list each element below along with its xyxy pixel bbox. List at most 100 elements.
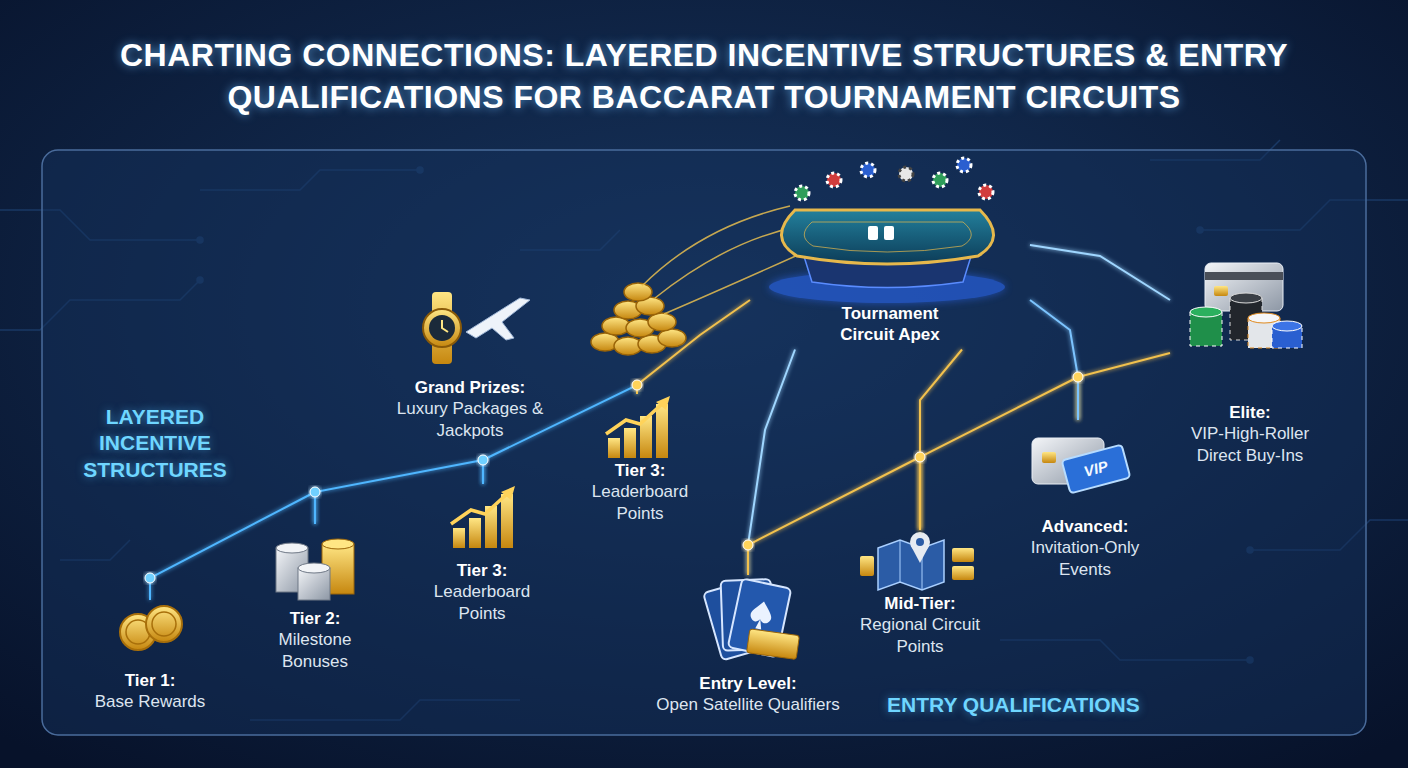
card-chips-icon [1190,307,1222,317]
baccarat-table [868,226,878,240]
flying-chips [861,163,875,177]
watch-plane-icon [423,292,530,364]
baccarat-table [769,210,1005,303]
connector [637,300,750,394]
map-icon [952,566,974,580]
section-label: ENTRY QUALIFICATIONS [887,692,1140,718]
ticket-icon [1032,438,1130,493]
map-icon [878,540,944,590]
coin-heap [624,283,652,301]
card-chips-icon [1272,321,1302,331]
node-heading: Tier 3: [576,460,704,481]
ticket-icon [1062,445,1131,494]
incentive-node: Tier 3:Leaderboard Points [570,394,710,528]
coin-icon [120,606,182,650]
flying-chips [979,185,993,199]
card-chips-icon [1190,263,1302,348]
gold-flow-lines [642,206,800,314]
node-heading: Grand Prizes: [391,377,549,398]
coin-stack-icon [276,539,354,600]
connector [1030,245,1170,300]
qualification-node: Advanced:Invitation-Only Events [1005,420,1165,584]
diagram-title: CHARTING CONNECTIONS: LAYERED INCENTIVE … [104,34,1304,118]
node-heading: Entry Level: [634,673,862,694]
baccarat-table [804,222,971,252]
node-heading: Tournament Circuit Apex [825,303,955,346]
junction-dot [632,380,642,390]
baccarat-table [884,226,894,240]
connector-group [150,245,1170,600]
qualification-node: Mid-Tier:Regional Circuit Points [835,530,1005,661]
junction-group [145,372,1083,583]
apex-node: Tournament Circuit Apex [750,160,1030,350]
node-body: Luxury Packages & Jackpots [391,398,549,441]
connector [1030,300,1078,420]
map-icon [900,540,901,582]
chart-icon [606,396,670,458]
gold-flow-lines [642,206,790,286]
flying-chips [827,173,841,187]
card-icon [747,629,800,660]
card-icon [703,578,799,660]
card-chips-icon [1214,286,1228,296]
coin-icon [152,612,176,636]
node-heading: Tier 3: [418,560,546,581]
node-heading: Mid-Tier: [841,593,999,614]
junction-dot [743,540,753,550]
watch-plane-icon [442,320,448,332]
watch-plane-icon [466,298,530,340]
flying-chips [933,173,947,187]
panel [42,150,1366,735]
baccarat-table [781,210,993,264]
node-body: Regional Circuit Points [841,614,999,657]
node-body: Milestone Bonuses [251,629,379,672]
coin-heap [591,283,686,355]
qualification-node: Elite:VIP-High-Roller Direct Buy-Ins [1170,262,1330,470]
incentive-node: Tier 3:Leaderboard Points [412,484,552,628]
prize-node: Grand Prizes:Luxury Packages & Jackpots [385,290,555,445]
map-icon [916,538,924,546]
map-icon [952,548,974,562]
node-body: Invitation-Only Events [1011,537,1159,580]
connector [748,457,920,575]
flying-chips [899,167,913,181]
node-body: Leaderboard Points [576,481,704,524]
incentive-node: Tier 2:Milestone Bonuses [245,524,385,676]
coin-stack-icon [298,563,330,573]
node-body: Base Rewards [76,691,224,712]
section-label: LAYERED INCENTIVE STRUCTURES [68,404,242,483]
node-heading: Tier 1: [76,670,224,691]
connector [920,350,962,531]
coin-icon [146,606,182,642]
junction-dot [310,487,320,497]
junction-dot [478,455,488,465]
node-body: VIP-High-Roller Direct Buy-Ins [1176,423,1324,466]
card-icon [748,599,774,631]
chart-icon [451,486,515,548]
flying-chips [795,158,993,200]
coin-stack-icon [276,543,308,553]
card-chips-icon [1248,313,1280,323]
coin-stack-icon [322,539,354,549]
ticket-icon [1042,452,1056,463]
flying-chips [957,158,971,172]
node-heading: Advanced: [1011,516,1159,537]
connector [1078,353,1170,420]
card-chips-icon [1205,272,1283,280]
connector [315,460,483,524]
coin-heap [648,313,676,331]
node-heading: Elite: [1176,402,1324,423]
qualification-node: Entry Level:Open Satellite Qualifiers [628,575,868,720]
card-chips-icon [1230,293,1262,303]
map-icon [860,532,974,590]
node-body: Leaderboard Points [418,581,546,624]
junction-dot [915,452,925,462]
flying-chips [795,186,809,200]
connector [920,377,1078,530]
junction-dot [1073,372,1083,382]
map-icon [911,546,929,563]
node-body: Open Satellite Qualifiers [634,694,862,715]
